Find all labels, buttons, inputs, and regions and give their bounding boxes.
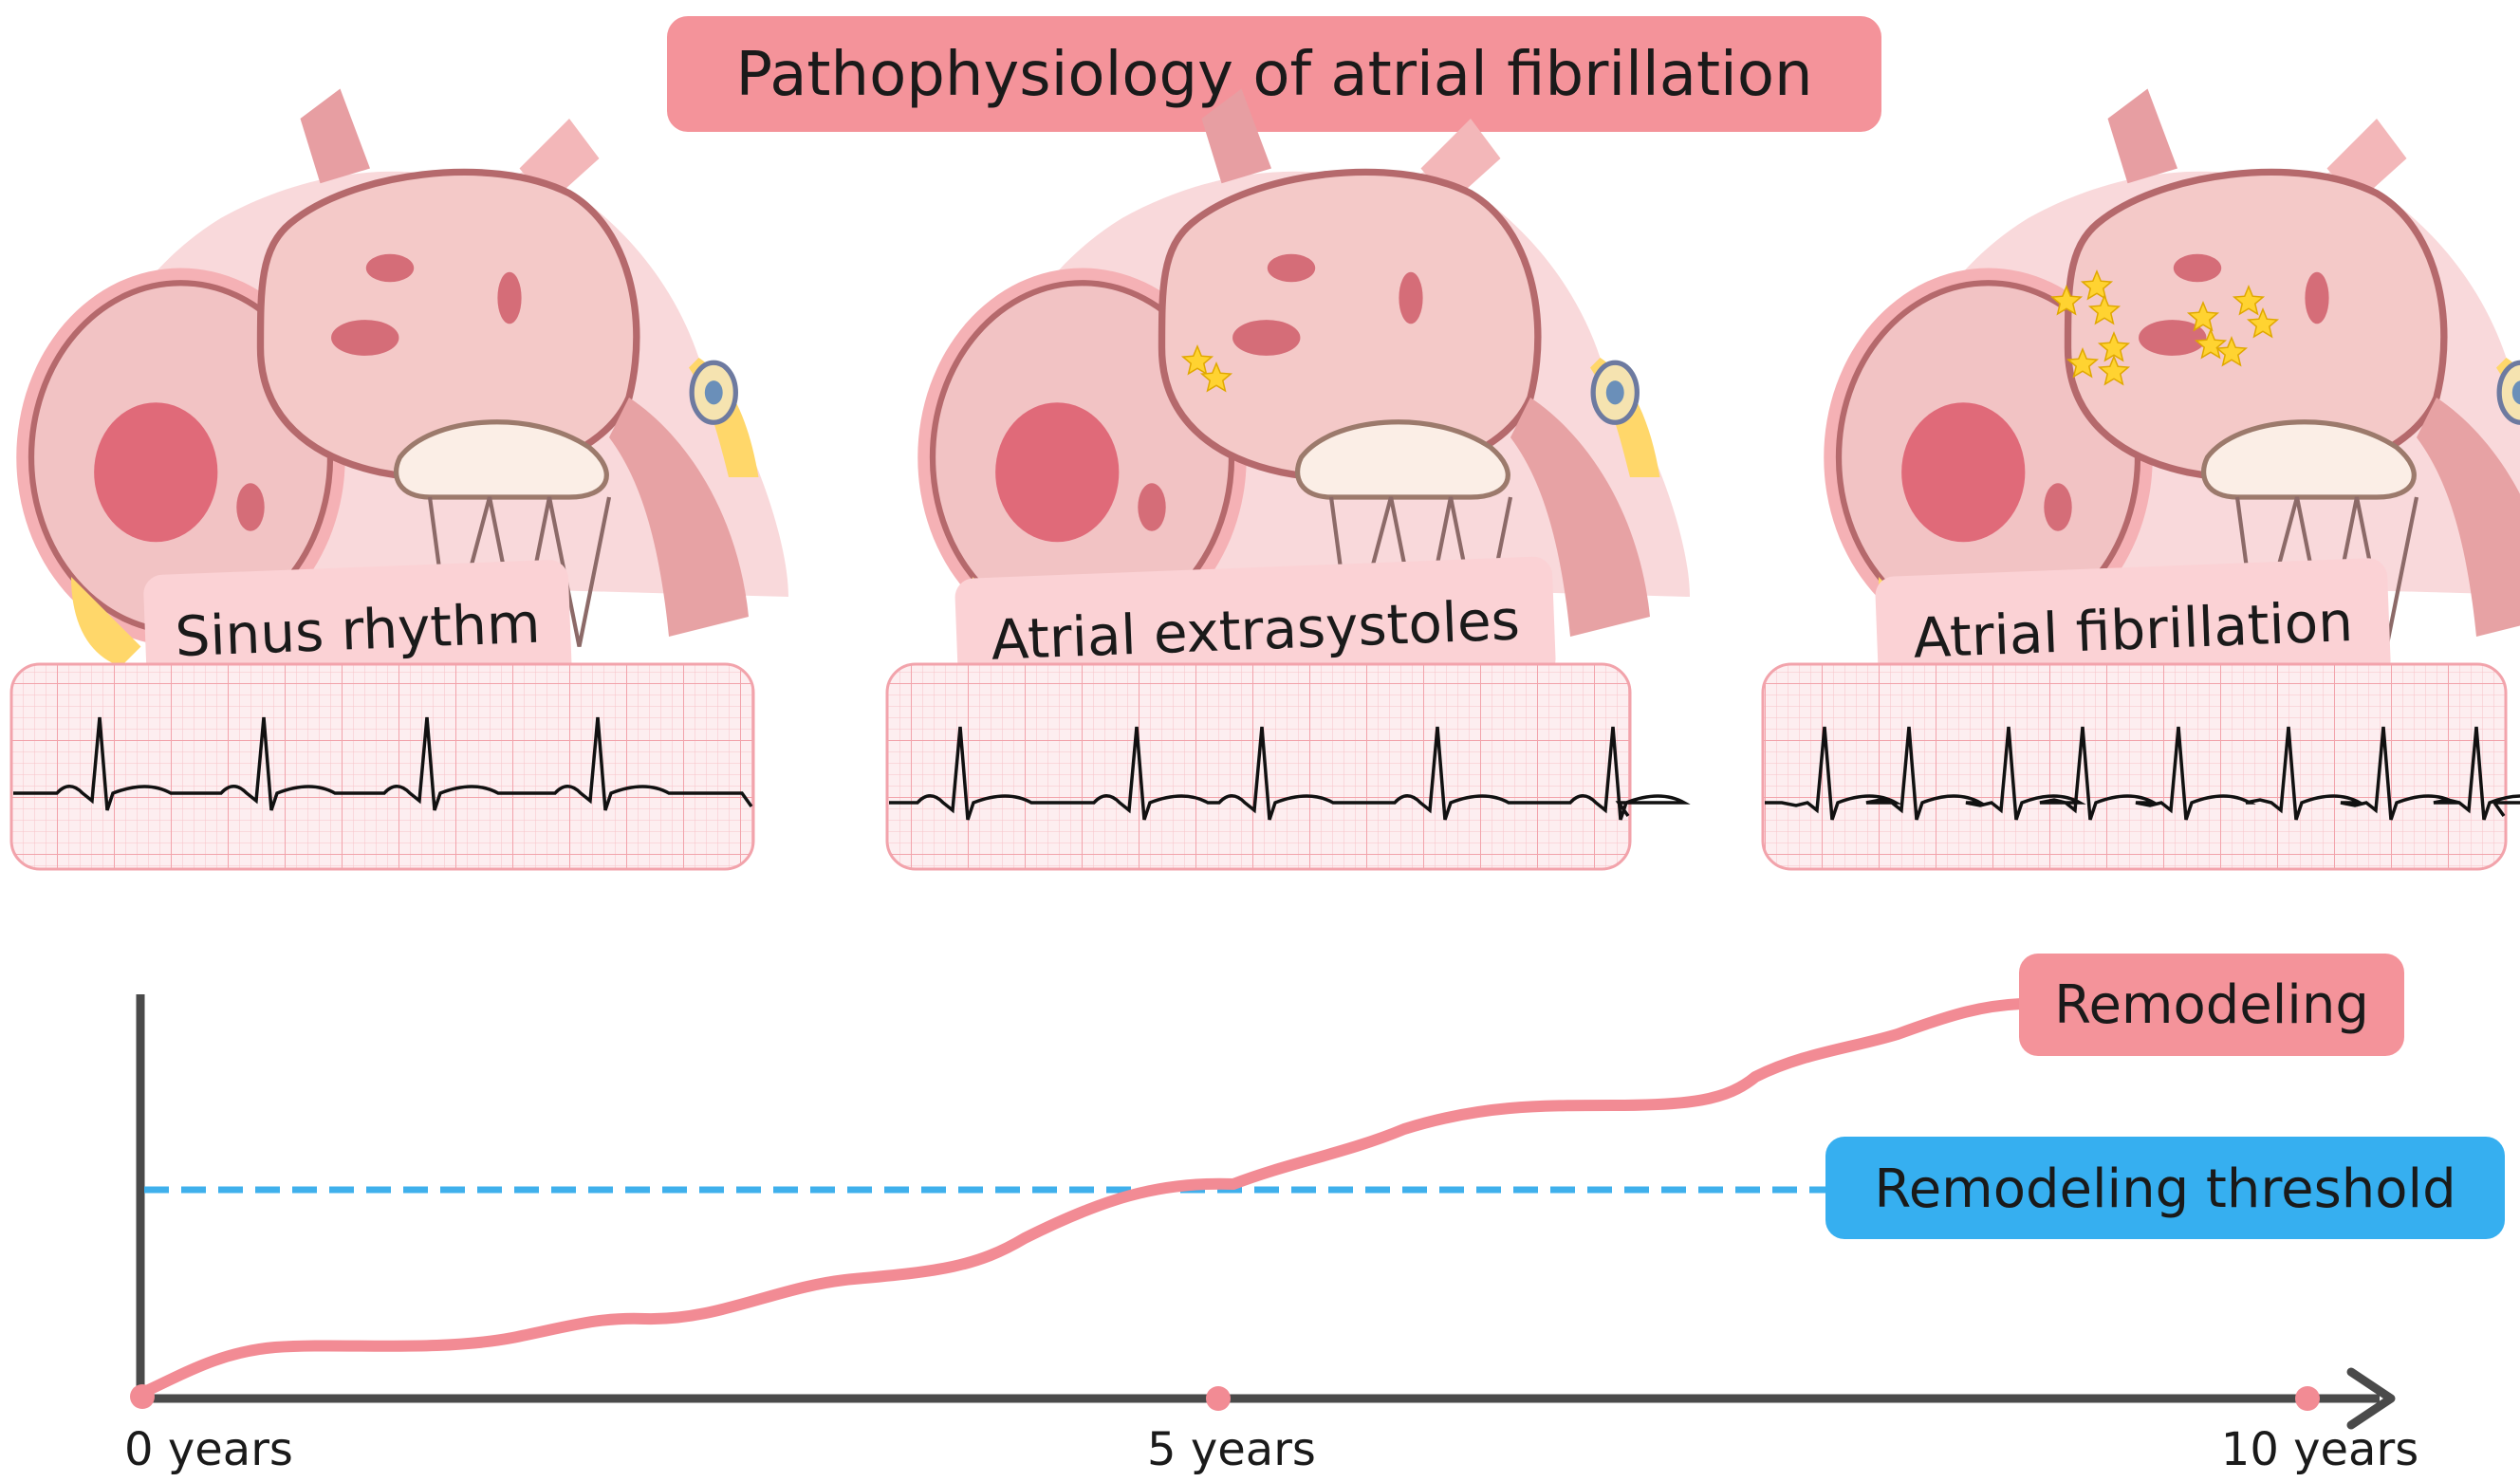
tick-dot-10-years <box>2295 1386 2320 1411</box>
ecg-strip-atrial-extrasystoles <box>885 662 1691 871</box>
star-icon <box>2097 355 2131 386</box>
remodeling-curve <box>137 998 2055 1399</box>
star-icon <box>1199 361 1233 393</box>
remodeling-label-text: Remodeling <box>2054 974 2369 1036</box>
star-icon <box>2087 294 2122 325</box>
diagram-title: Pathophysiology of atrial fibrillation <box>735 40 1812 110</box>
star-icon <box>2049 285 2084 316</box>
x-tick-label: 0 years <box>124 1423 293 1476</box>
stage-label-background <box>143 560 572 696</box>
threshold-label-text: Remodeling threshold <box>1874 1158 2455 1220</box>
title-background <box>667 16 1881 132</box>
ecg-strip-atrial-fibrillation <box>1761 662 2520 871</box>
ecg-trace <box>13 716 753 811</box>
stage-label-sinus-rhythm: Sinus rhythm <box>143 560 572 696</box>
x-axis-arrow-icon <box>2346 1367 2396 1430</box>
tick-dot-5-years <box>1206 1386 1231 1411</box>
ecg-strip-sinus-rhythm <box>9 662 755 871</box>
remodeling-label: Remodeling <box>2019 954 2404 1056</box>
ecg-trace <box>1765 726 2520 821</box>
stage-label-text: Sinus rhythm <box>174 591 541 670</box>
x-tick-label: 5 years <box>1147 1423 1316 1476</box>
ecg-trace <box>889 726 1691 821</box>
star-icon <box>2232 285 2266 316</box>
star-icon <box>2194 328 2228 360</box>
tick-dot-0-years <box>130 1384 155 1409</box>
star-icon <box>1180 344 1214 376</box>
ectopic-focus-stars <box>1180 269 2280 393</box>
star-icon <box>2080 269 2114 301</box>
remodeling-graph: 0 years 5 years 10 years Remodeling Remo… <box>124 954 2505 1476</box>
star-icon <box>2066 347 2100 379</box>
star-icon <box>2246 307 2280 339</box>
threshold-label: Remodeling threshold <box>1825 1137 2505 1239</box>
star-icon <box>2214 336 2249 367</box>
star-icon <box>2186 301 2220 332</box>
title-pill: Pathophysiology of atrial fibrillation <box>667 16 1881 132</box>
x-tick-label: 10 years <box>2221 1423 2418 1476</box>
